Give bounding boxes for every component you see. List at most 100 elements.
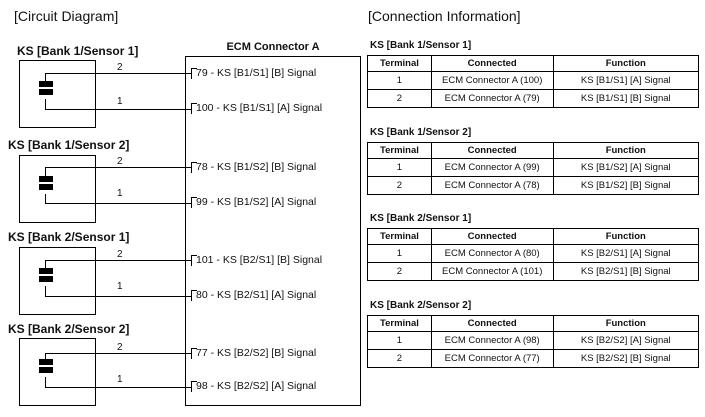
knock-sensor-symbol-bottom	[39, 90, 53, 95]
wire-number: 2	[117, 342, 123, 353]
table-cell: ECM Connector A (99)	[430, 158, 554, 177]
knock-sensor-symbol-gap	[39, 181, 53, 185]
wire-number: 1	[117, 96, 123, 107]
circuit-diagram-title: [Circuit Diagram]	[14, 8, 119, 24]
knock-sensor-symbol-top	[39, 359, 53, 364]
ecm-pin-label: 80 - KS [B2/S1] [A] Signal	[196, 289, 317, 301]
table-cell: ECM Connector A (79)	[430, 89, 554, 108]
ecm-pin-label: 101 - KS [B2/S1] [B] Signal	[196, 254, 323, 266]
wire-b1s2-pin1	[45, 203, 191, 204]
sensor-label-b1s1: KS [Bank 1/Sensor 1]	[17, 44, 139, 58]
wire-number: 2	[117, 62, 123, 73]
table-cell: KS [B1/S1] [B] Signal	[552, 89, 700, 108]
table-cell: ECM Connector A (101)	[430, 262, 554, 281]
table-cell: 2	[367, 349, 432, 368]
table-header-cell: Connected	[430, 228, 554, 245]
table-cell: ECM Connector A (98)	[430, 331, 554, 350]
connection-table-title: KS [Bank 2/Sensor 2]	[370, 300, 472, 311]
table-header-cell: Connected	[430, 142, 554, 159]
wire-b1s1-pin1	[45, 109, 191, 110]
table-cell: KS [B2/S1] [A] Signal	[552, 244, 700, 263]
table-cell: 1	[367, 331, 432, 350]
table-header-cell: Connected	[430, 55, 554, 72]
table-header-cell: Terminal	[367, 228, 432, 245]
table-cell: 2	[367, 262, 432, 281]
table-cell: 1	[367, 71, 432, 90]
wire-number: 2	[117, 156, 123, 167]
table-header-cell: Terminal	[367, 142, 432, 159]
connection-table-title: KS [Bank 1/Sensor 2]	[370, 127, 472, 138]
wire-number: 1	[117, 374, 123, 385]
sensor-box-b2s2	[19, 338, 96, 406]
table-header-cell: Connected	[430, 315, 554, 332]
knock-sensor-symbol-gap	[39, 86, 53, 90]
ecm-pin-label: 79 - KS [B1/S1] [B] Signal	[196, 67, 317, 79]
table-cell: KS [B2/S2] [B] Signal	[552, 349, 700, 368]
sensor-box-b2s1	[19, 247, 96, 315]
table-cell: 2	[367, 176, 432, 195]
pin-marker	[191, 290, 197, 301]
knock-sensor-symbol-top	[39, 176, 53, 181]
table-cell: 1	[367, 244, 432, 263]
knock-sensor-symbol-bottom	[39, 277, 53, 282]
ecm-pin-label: 99 - KS [B1/S2] [A] Signal	[196, 196, 317, 208]
sensor-label-b2s2: KS [Bank 2/Sensor 2]	[8, 322, 130, 336]
pin-marker	[191, 68, 197, 79]
connection-table-title: KS [Bank 2/Sensor 1]	[370, 213, 472, 224]
knock-sensor-symbol-top	[39, 268, 53, 273]
pin-marker	[191, 255, 197, 266]
table-cell: ECM Connector A (78)	[430, 176, 554, 195]
table-header-cell: Function	[552, 55, 700, 72]
ecm-pin-label: 98 - KS [B2/S2] [A] Signal	[196, 380, 317, 392]
knock-sensor-symbol-gap	[39, 273, 53, 277]
knock-sensor-symbol-top	[39, 81, 53, 86]
table-header-cell: Function	[552, 315, 700, 332]
pin-marker	[191, 197, 197, 208]
table-cell: ECM Connector A (80)	[430, 244, 554, 263]
knock-sensor-symbol-bottom	[39, 185, 53, 190]
sensor-box-b1s1	[19, 60, 96, 128]
wire-number: 2	[117, 249, 123, 260]
table-cell: KS [B1/S2] [B] Signal	[552, 176, 700, 195]
connection-table-title: KS [Bank 1/Sensor 1]	[370, 40, 472, 51]
table-cell: ECM Connector A (100)	[430, 71, 554, 90]
table-header-cell: Terminal	[367, 55, 432, 72]
table-cell: 2	[367, 89, 432, 108]
ecm-pin-label: 78 - KS [B1/S2] [B] Signal	[196, 161, 317, 173]
pin-marker	[191, 348, 197, 359]
table-header-cell: Function	[552, 228, 700, 245]
sensor-label-b1s2: KS [Bank 1/Sensor 2]	[8, 138, 130, 152]
connection-info-title: [Connection Information]	[368, 8, 521, 24]
wire-number: 1	[117, 281, 123, 292]
wire-b2s2-pin1	[45, 387, 191, 388]
table-cell: KS [B1/S1] [A] Signal	[552, 71, 700, 90]
wire-b1s2-pin2	[45, 167, 191, 168]
pin-marker	[191, 381, 197, 392]
table-cell: KS [B2/S1] [B] Signal	[552, 262, 700, 281]
wire-number: 1	[117, 188, 123, 199]
pin-marker	[191, 103, 197, 114]
wire-b2s2-pin2	[45, 353, 191, 354]
wire-b2s1-pin2	[45, 260, 191, 261]
ecm-pin-label: 100 - KS [B1/S1] [A] Signal	[196, 102, 323, 114]
knock-sensor-symbol-bottom	[39, 368, 53, 373]
ecm-connector-label: ECM Connector A	[226, 41, 320, 53]
table-header-cell: Function	[552, 142, 700, 159]
sensor-label-b2s1: KS [Bank 2/Sensor 1]	[8, 230, 130, 244]
wire-b2s1-pin1	[45, 296, 191, 297]
table-cell: KS [B1/S2] [A] Signal	[552, 158, 700, 177]
